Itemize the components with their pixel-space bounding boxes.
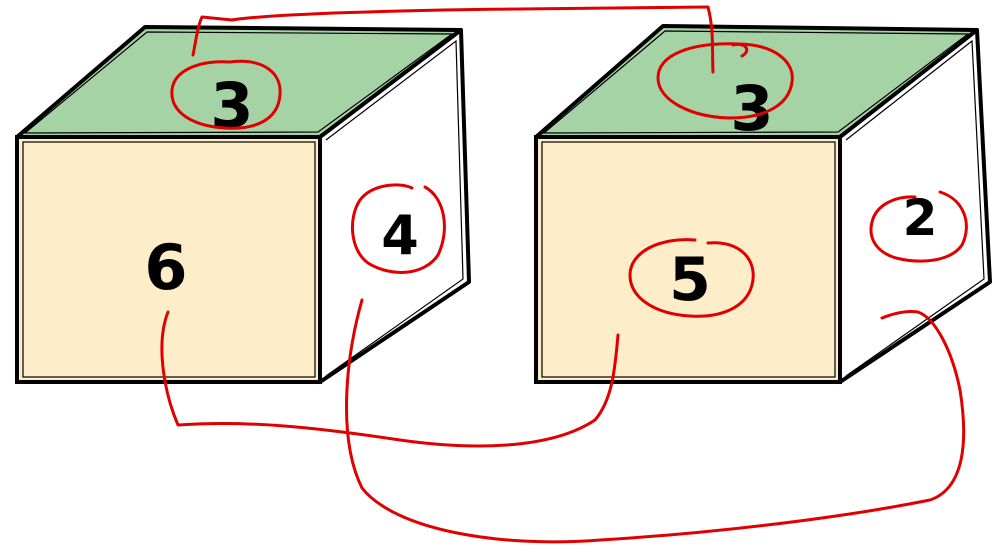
circle-right-side-2 [869, 190, 968, 263]
cube-right-front-face [534, 135, 842, 384]
cube-right-side-number: 2 [903, 189, 938, 247]
connector-four-two [345, 298, 966, 544]
cube-left-side-number: 4 [381, 204, 419, 267]
cube-right-front-number: 5 [669, 245, 711, 315]
connector-top-threes-hook [731, 42, 749, 58]
circle-left-side-4 [350, 183, 446, 274]
red-annotations [160, 5, 968, 544]
circle-right-top-3 [656, 42, 794, 120]
cube-right: 3 5 2 [534, 24, 992, 384]
cube-right-side-face [838, 28, 992, 384]
cube-left-side-face [318, 28, 471, 384]
cube-left-top-number: 3 [210, 69, 253, 142]
cube-left: 3 6 4 [15, 25, 471, 384]
cube-left-front-number: 6 [144, 231, 187, 304]
connector-six-five [160, 310, 620, 448]
circle-left-top-3 [170, 59, 282, 130]
cube-left-front-face [15, 135, 322, 384]
cube-right-top-number: 3 [730, 72, 773, 145]
connector-top-threes [191, 5, 715, 74]
circle-right-front-5 [628, 238, 755, 318]
